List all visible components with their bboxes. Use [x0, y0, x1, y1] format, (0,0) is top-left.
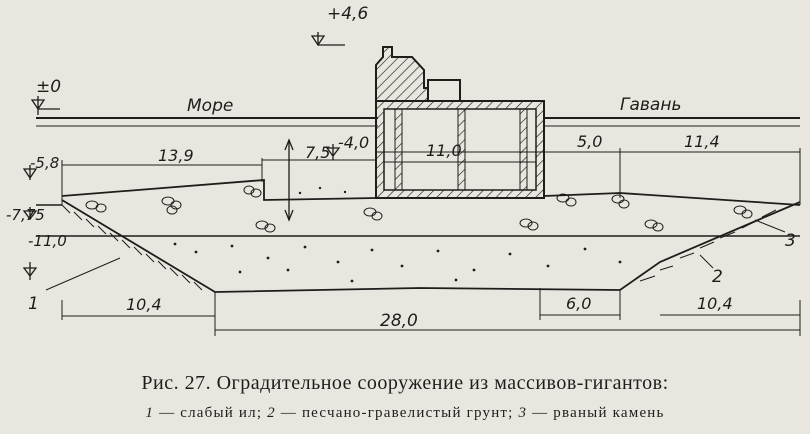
dim-10-4-right-label: 10,4	[697, 294, 733, 313]
legend-text-1: — слабый ил;	[154, 405, 268, 421]
figure-caption-legend: 1 — слабый ил; 2 — песчано-гравелистый г…	[0, 405, 810, 422]
sea-label: Море	[187, 96, 233, 116]
legend-marker-2: 2	[712, 267, 723, 287]
dimension-lines	[61, 148, 801, 336]
figure-caption-title: Рис. 27. Оградительное сооружение из мас…	[141, 372, 669, 394]
dim-7-5-label: 7,5	[305, 143, 330, 162]
superstructure	[375, 46, 461, 102]
dim-11-4-label: 11,4	[684, 132, 720, 151]
silt-hatch	[61, 204, 203, 291]
gravel-dots	[173, 186, 622, 283]
dim-5-0-label: 5,0	[577, 132, 602, 151]
dim-28-0-label: 28,0	[380, 311, 418, 331]
depth-arrow	[284, 138, 294, 222]
legend-number-1: 1	[145, 405, 155, 421]
soil-layers	[36, 204, 800, 237]
legend-text-2: — песчано-гравелистый грунт;	[275, 405, 519, 421]
dim-10-4-left-label: 10,4	[126, 295, 162, 314]
dim-minus-4-label: -4,0	[338, 133, 369, 152]
caisson-block	[375, 100, 545, 199]
elevation-minus-5-8-label: -5,8	[30, 154, 59, 172]
legend-text-3: — рваный камень	[527, 405, 665, 421]
rubble-stones	[85, 185, 753, 233]
rubble-slope-right	[639, 209, 777, 282]
dim-6-0-label: 6,0	[566, 294, 591, 313]
water-surface	[36, 117, 800, 127]
dim-11-0-label: 11,0	[426, 141, 462, 160]
elevation-top-label: +4,6	[327, 4, 368, 24]
legend-marker-1: 1	[28, 294, 39, 314]
leader-lines	[45, 219, 786, 291]
elevation-zero-label: ±0	[36, 77, 61, 97]
elevation-minus-7-75-label: -7,75	[6, 206, 45, 224]
harbor-label: Гавань	[620, 95, 681, 115]
elevation-markers	[22, 32, 345, 280]
legend-marker-3: 3	[785, 231, 796, 251]
legend-number-2: 2	[267, 405, 276, 421]
elevation-minus-11-label: -11,0	[28, 232, 67, 250]
dim-13-9-label: 13,9	[158, 146, 194, 165]
legend-number-3: 3	[518, 405, 528, 421]
